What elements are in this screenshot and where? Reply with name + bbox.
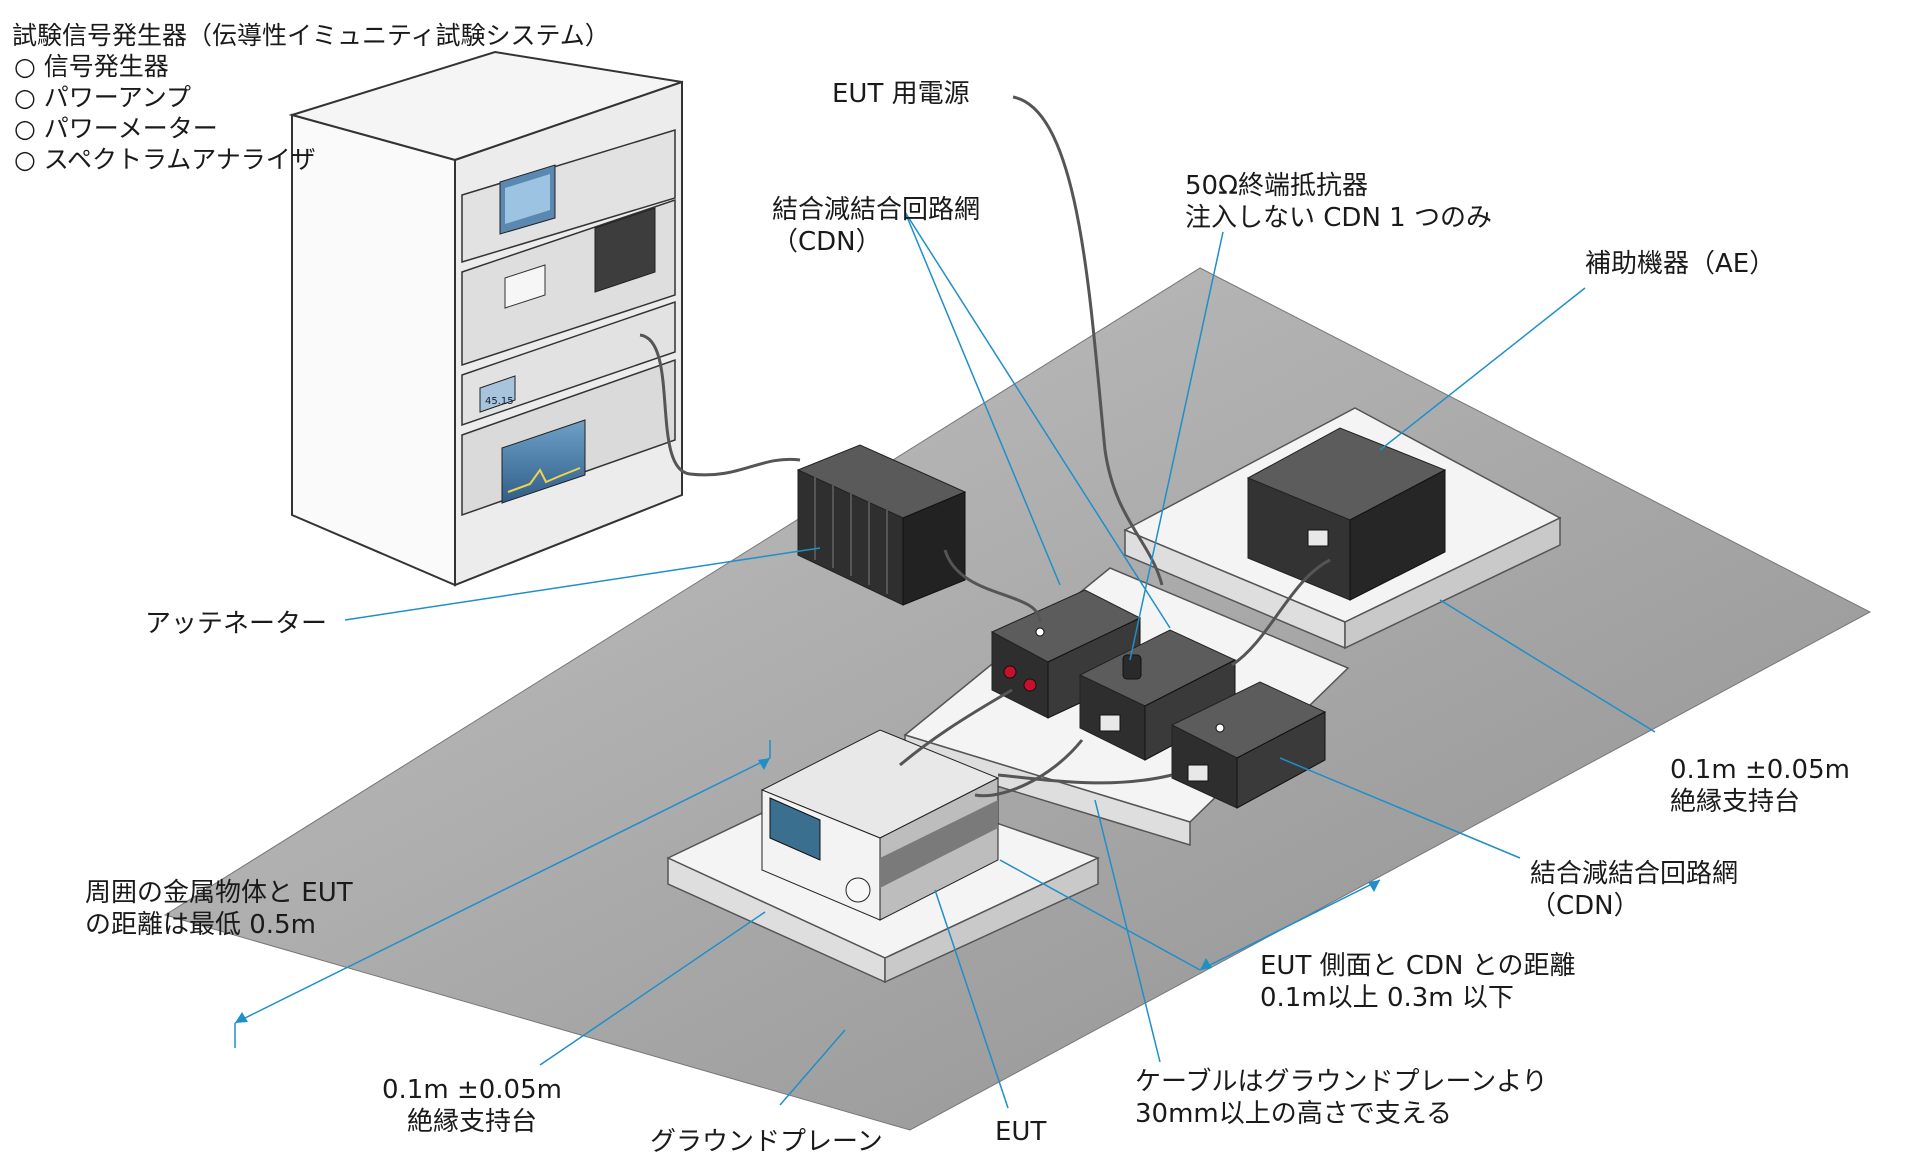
label-line: 結合減結合回路網 xyxy=(1530,859,1739,889)
equipment-title-block: 試験信号発生器（伝導性イミュニティ試験システム） ○ 信号発生器 ○ パワーアン… xyxy=(12,20,610,175)
eut-device xyxy=(760,729,1000,921)
cdn-2 xyxy=(1078,629,1237,761)
label-ground-plane: グラウンドプレーン xyxy=(650,1127,883,1157)
label-support-bottom: 0.1m ±0.05m 絶縁支持台 xyxy=(382,1074,562,1138)
analyzer-readout: 45.15 xyxy=(485,396,514,407)
label-metal-distance: 周囲の金属物体と EUT の距離は最低 0.5m xyxy=(85,877,353,941)
cables xyxy=(639,95,1331,798)
signal-generator xyxy=(461,128,676,264)
equipment-item: ○ スペクトラムアナライザ xyxy=(14,145,316,174)
spectrum-analyzer xyxy=(461,358,676,517)
label-eut-power: EUT 用電源 xyxy=(832,79,970,109)
equipment-item: ○ 信号発生器 xyxy=(14,52,169,81)
label-ae: 補助機器（AE） xyxy=(1585,249,1776,279)
label-eut: EUT xyxy=(995,1117,1047,1147)
dimension-arrows xyxy=(235,758,1380,1023)
label-line: （CDN） xyxy=(772,227,882,257)
label-line: EUT 側面と CDN との距離 xyxy=(1260,951,1576,981)
label-attenuator: アッテネーター xyxy=(145,609,328,639)
label-cdn-right: 結合減結合回路網 （CDN） xyxy=(1530,858,1738,922)
label-line: 0.1m ±0.05m xyxy=(382,1075,562,1105)
label-line: 絶縁支持台 xyxy=(1670,787,1801,817)
equipment-list: ○ 信号発生器 ○ パワーアンプ ○ パワーメーター ○ スペクトラムアナライザ xyxy=(12,51,610,175)
label-line: 0.1m以上 0.3m 以下 xyxy=(1260,983,1514,1013)
label-line: 0.1m ±0.05m xyxy=(1670,755,1850,785)
label-line: 周囲の金属物体と EUT xyxy=(85,878,353,908)
test-equipment-rack: 45.15 xyxy=(288,50,683,587)
cdn-3 xyxy=(1170,681,1327,809)
label-line: ケーブルはグラウンドプレーンより xyxy=(1135,1067,1548,1097)
page-title: 試験信号発生器（伝導性イミュニティ試験システム） xyxy=(12,21,610,50)
label-terminator: 50Ω終端抵抗器 注入しない CDN 1 つのみ xyxy=(1185,170,1492,234)
label-line: 注入しない CDN 1 つのみ xyxy=(1185,203,1492,233)
power-meter: 45.15 xyxy=(461,300,676,427)
label-line: （CDN） xyxy=(1530,891,1640,921)
label-line: 50Ω終端抵抗器 xyxy=(1185,171,1368,201)
label-cdn-top: 結合減結合回路網 （CDN） xyxy=(772,194,980,258)
label-line: の距離は最低 0.5m xyxy=(85,910,316,940)
label-eut-cdn-distance: EUT 側面と CDN との距離 0.1m以上 0.3m 以下 xyxy=(1260,950,1576,1014)
label-line: 絶縁支持台 xyxy=(406,1107,537,1137)
auxiliary-equipment xyxy=(1246,427,1447,601)
label-cable-height: ケーブルはグラウンドプレーンより 30mm以上の高さで支える xyxy=(1135,1066,1548,1130)
power-amplifier xyxy=(461,198,676,367)
leader-lines xyxy=(234,211,1656,1109)
equipment-item: ○ パワーメーター xyxy=(14,114,218,143)
terminator-50ohm xyxy=(1122,654,1142,680)
label-support-right: 0.1m ±0.05m 絶縁支持台 xyxy=(1670,754,1850,818)
equipment-item: ○ パワーアンプ xyxy=(14,83,192,112)
label-line: 結合減結合回路網 xyxy=(772,195,981,225)
attenuator xyxy=(796,444,967,606)
label-line: 30mm以上の高さで支える xyxy=(1135,1099,1452,1129)
